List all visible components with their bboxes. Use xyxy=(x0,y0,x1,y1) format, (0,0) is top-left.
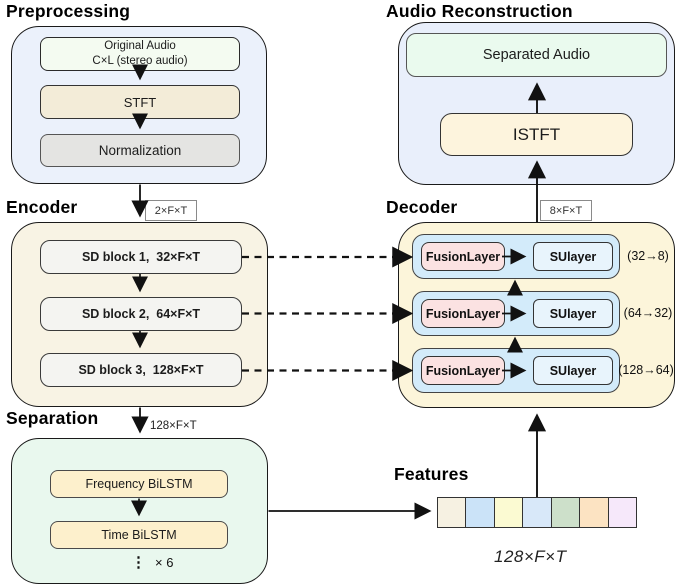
decoder-output-dim-label: 8×F×T xyxy=(540,200,592,221)
sd-block-3: SD block 3, 128×F×T xyxy=(40,353,242,387)
fusion-layer-2: FusionLayer xyxy=(421,299,505,328)
sd-block-2: SD block 2, 64×F×T xyxy=(40,297,242,331)
encoder-input-dim-label: 2×F×T xyxy=(145,200,197,221)
original-audio-line1: Original Audio xyxy=(104,40,176,53)
separation-input-dim-label: 128×F×T xyxy=(150,420,197,432)
preprocessing-title: Preprocessing xyxy=(6,1,131,21)
original-audio-node: Original Audio C×L (stereo audio) xyxy=(40,37,240,71)
stft-node: STFT xyxy=(40,85,240,119)
feature-square xyxy=(493,498,523,527)
sd-block-1: SD block 1, 32×F×T xyxy=(40,240,242,274)
channel-label-2: (64→32) xyxy=(623,306,673,320)
decoder-row-2: FusionLayer SUlayer xyxy=(412,291,620,336)
feature-square xyxy=(465,498,494,527)
istft-node: ISTFT xyxy=(440,113,633,156)
repeat-indicator: ⋮ × 6 xyxy=(131,553,173,571)
normalization-node: Normalization xyxy=(40,134,240,167)
feature-square xyxy=(522,498,551,527)
feature-square xyxy=(550,498,580,527)
su-layer-1: SUlayer xyxy=(533,242,613,271)
audio-reconstruction-title: Audio Reconstruction xyxy=(386,1,573,21)
original-audio-line2: C×L (stereo audio) xyxy=(92,55,188,67)
feature-square xyxy=(607,498,636,527)
fusion-layer-1: FusionLayer xyxy=(421,242,505,271)
decoder-row-1: FusionLayer SUlayer xyxy=(412,234,620,279)
features-dim-label: 128×F×T xyxy=(494,547,567,566)
separation-title: Separation xyxy=(6,408,99,428)
channel-label-1: (32→8) xyxy=(627,249,669,263)
vertical-ellipsis: ⋮ xyxy=(131,554,146,571)
encoder-title: Encoder xyxy=(6,197,78,217)
channel-label-3: (128→64) xyxy=(618,363,674,377)
feature-square xyxy=(438,498,466,527)
fusion-layer-3: FusionLayer xyxy=(421,356,505,385)
decoder-row-3: FusionLayer SUlayer xyxy=(412,348,620,393)
decoder-title: Decoder xyxy=(386,197,458,217)
features-title: Features xyxy=(394,464,469,484)
su-layer-3: SUlayer xyxy=(533,356,613,385)
repeat-count: × 6 xyxy=(155,554,174,570)
frequency-bilstm-node: Frequency BiLSTM xyxy=(50,470,228,498)
feature-square xyxy=(579,498,608,527)
su-layer-2: SUlayer xyxy=(533,299,613,328)
separated-audio-node: Separated Audio xyxy=(406,33,667,77)
feature-squares xyxy=(437,497,637,528)
time-bilstm-node: Time BiLSTM xyxy=(50,521,228,549)
